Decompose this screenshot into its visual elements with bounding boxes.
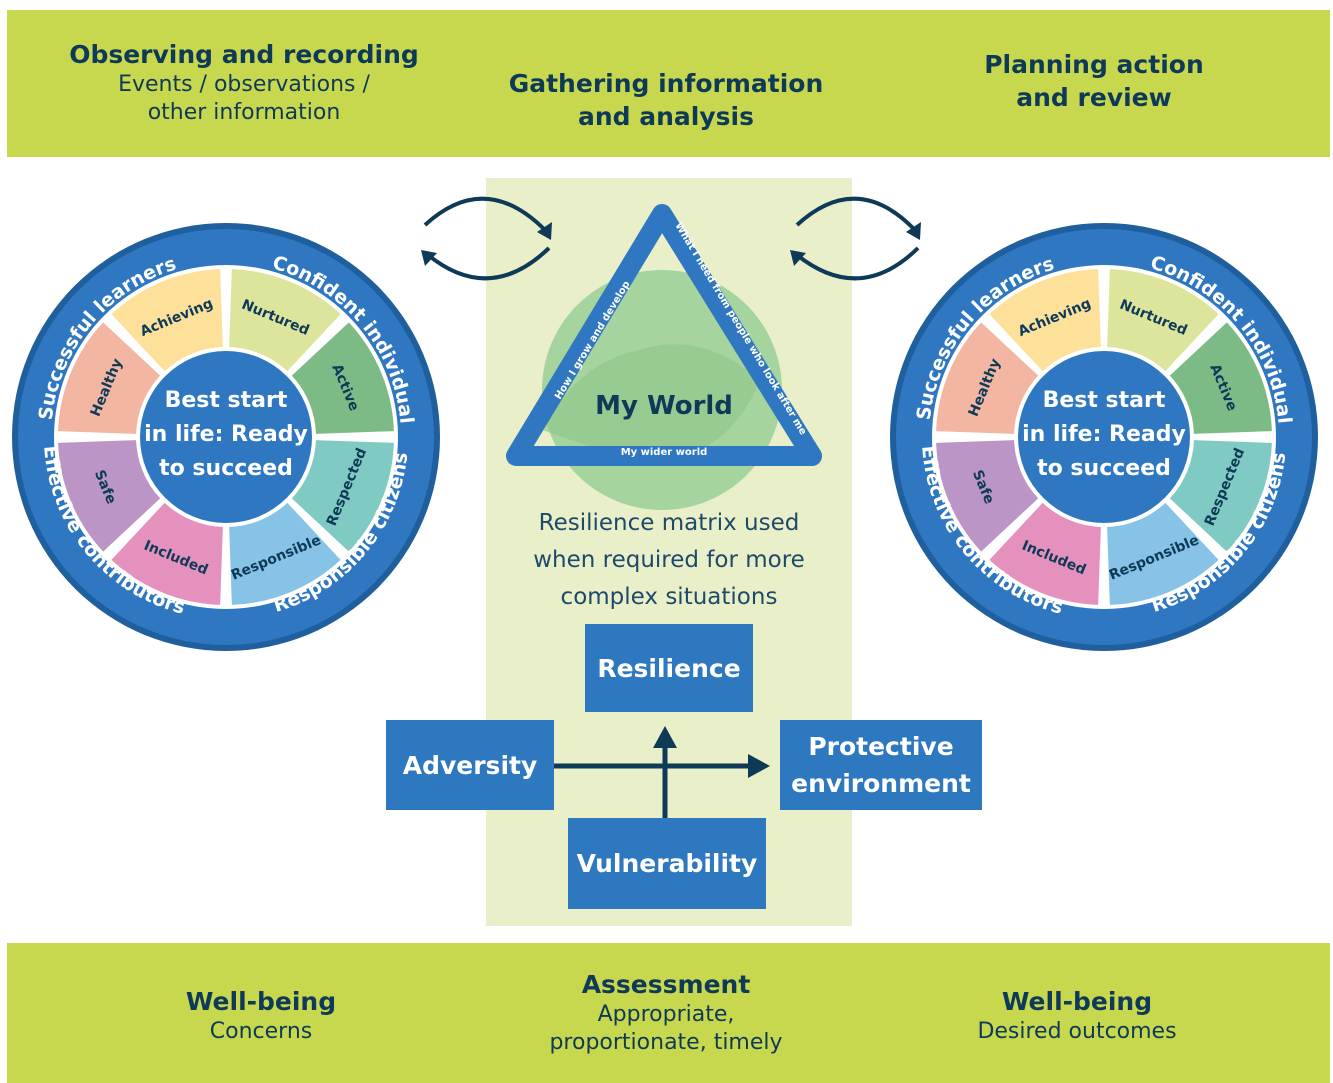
globe-land-shape bbox=[542, 344, 760, 450]
wheel-segment-respected bbox=[1169, 440, 1272, 552]
wellbeing-concerns-title: Well-being bbox=[185, 987, 337, 1016]
assessment-subtitle: Appropriate, proportionate, timely bbox=[549, 1002, 783, 1055]
planning-action-title: Planning action and review bbox=[984, 50, 1204, 112]
wheel-center-label: to succeed bbox=[1037, 456, 1171, 481]
cycle-arrows-right bbox=[790, 196, 921, 281]
arrowhead-icon bbox=[906, 222, 921, 240]
gathering-information-title: Gathering information and analysis bbox=[508, 69, 824, 131]
wheel-segment-responsible bbox=[1107, 502, 1219, 605]
resilience-caption: Resilience matrix used when required for… bbox=[533, 510, 805, 610]
wheel-left: NurturedActiveRespectedResponsibleInclud… bbox=[12, 223, 440, 651]
wheel-segment-included bbox=[989, 502, 1101, 605]
vulnerability-box: Vulnerability bbox=[568, 818, 766, 909]
wheel-segment-achieving bbox=[111, 269, 223, 372]
wellbeing-outcomes-subtitle: Desired outcomes bbox=[977, 1019, 1177, 1044]
arrow-right-icon bbox=[748, 754, 770, 778]
wheel-right: NurturedActiveRespectedResponsibleInclud… bbox=[890, 223, 1318, 651]
cycle-arrows-left bbox=[421, 196, 552, 281]
wheel-segment-active bbox=[1169, 322, 1272, 434]
wheel-segment-achieving bbox=[989, 269, 1101, 372]
my-world-diagram: How I grow and develop What I need from … bbox=[506, 204, 822, 510]
wheel-center-label: Best start bbox=[165, 388, 288, 413]
wellbeing-concerns-subtitle: Concerns bbox=[209, 1019, 313, 1044]
wellbeing-outcomes-title: Well-being bbox=[1001, 987, 1153, 1016]
planning-action-block: Planning action and review bbox=[914, 48, 1274, 114]
assessment-title: Assessment bbox=[581, 970, 751, 999]
wheel-segment-healthy bbox=[936, 322, 1039, 434]
gathering-information-block: Gathering information and analysis bbox=[486, 48, 846, 152]
wheel-segment-nurtured bbox=[229, 269, 341, 372]
assessment-block: Assessment Appropriate, proportionate, t… bbox=[486, 968, 846, 1057]
observing-recording-block: Observing and recording Events / observa… bbox=[64, 38, 424, 127]
cycle-arrow-top-left bbox=[423, 196, 547, 232]
matrix-arrows bbox=[554, 726, 770, 820]
wheel-center-label: to succeed bbox=[159, 456, 293, 481]
my-world-triangle bbox=[506, 204, 822, 466]
arrowhead-icon bbox=[790, 250, 806, 266]
resilience-box: Resilience bbox=[585, 624, 753, 712]
wheel-segment-healthy bbox=[58, 322, 161, 434]
arrowhead-icon bbox=[537, 222, 552, 240]
cycle-arrow-top-right bbox=[795, 196, 917, 232]
wheel-segment-respected bbox=[291, 440, 394, 552]
wellbeing-concerns-block: Well-being Concerns bbox=[81, 985, 441, 1046]
arrow-up-icon bbox=[653, 726, 677, 748]
wheel-center-label: in life: Ready bbox=[1022, 422, 1186, 447]
bottom-band: Well-being Concerns Assessment Appropria… bbox=[7, 943, 1330, 1083]
top-band: Observing and recording Events / observa… bbox=[7, 10, 1330, 157]
wheel-center-label: Best start bbox=[1043, 388, 1166, 413]
observing-recording-title: Observing and recording bbox=[69, 40, 419, 69]
wheel-segment-responsible bbox=[229, 502, 341, 605]
adversity-box: Adversity bbox=[386, 720, 554, 810]
wheel-center-circle bbox=[140, 351, 312, 523]
wellbeing-outcomes-block: Well-being Desired outcomes bbox=[897, 985, 1257, 1046]
wheel-segment-safe bbox=[58, 440, 161, 552]
wheel-center-circle bbox=[1018, 351, 1190, 523]
cycle-arrow-bottom-left bbox=[426, 246, 551, 281]
my-world-title: My World bbox=[595, 391, 733, 421]
wheel-segment-safe bbox=[936, 440, 1039, 552]
wheel-segment-included bbox=[111, 502, 223, 605]
wheel-segment-active bbox=[291, 322, 394, 434]
wheel-segment-nurtured bbox=[1107, 269, 1219, 372]
observing-recording-subtitle: Events / observations / other informatio… bbox=[118, 72, 370, 125]
wheel-center-label: in life: Ready bbox=[144, 422, 308, 447]
arrowhead-icon bbox=[421, 250, 437, 266]
cycle-arrow-bottom-right bbox=[795, 246, 920, 281]
triangle-bottom-label: My wider world bbox=[621, 447, 708, 458]
protective-environment-box: Protective environment bbox=[780, 720, 982, 810]
